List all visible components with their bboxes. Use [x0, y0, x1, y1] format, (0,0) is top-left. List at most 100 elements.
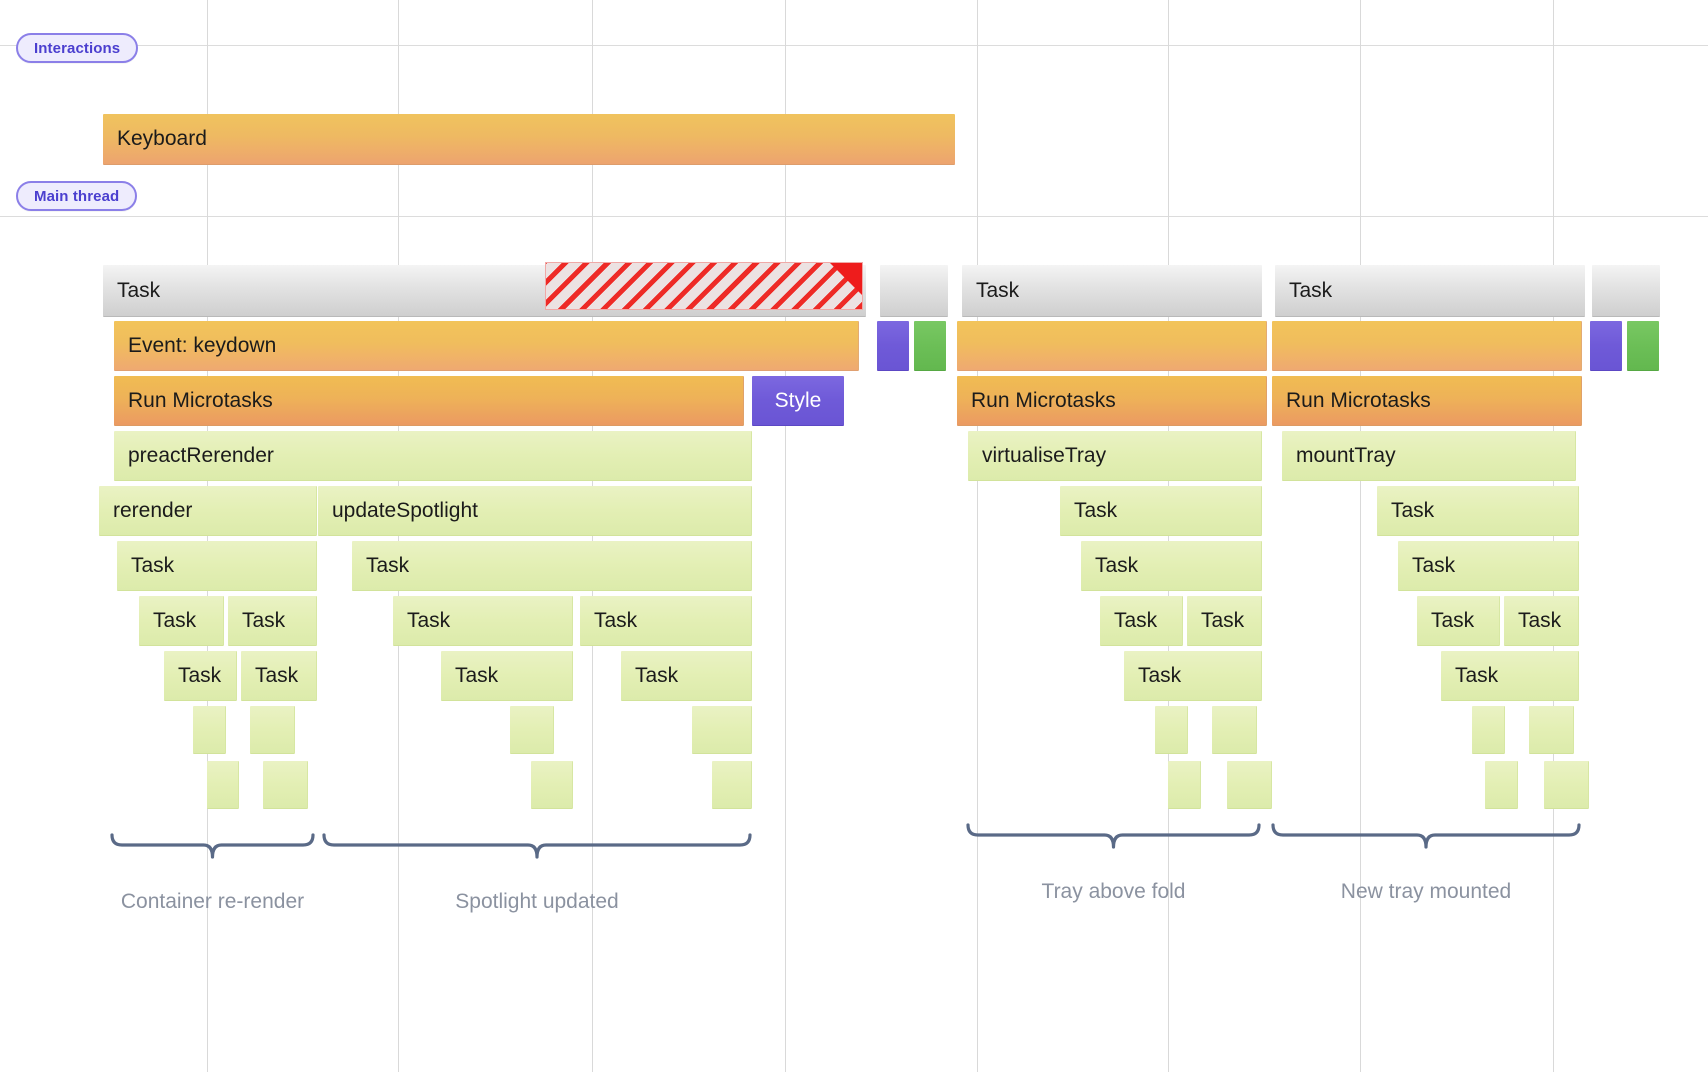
flame-block-task-r5-3[interactable]: Task: [1398, 541, 1579, 591]
flame-block-block-r9-1[interactable]: [263, 761, 308, 809]
track-separator-interactions: [0, 45, 1708, 46]
interaction-keyboard-bar[interactable]: Keyboard: [103, 114, 955, 165]
flame-block-task-r7-3[interactable]: Task: [621, 651, 752, 701]
annotation-brace-0: [110, 833, 315, 859]
flame-block-block-r8-7[interactable]: [1529, 706, 1574, 754]
flame-block-label: Task: [1412, 553, 1456, 577]
gridline-5: [1168, 0, 1169, 1072]
annotation-label-3: New tray mounted: [1340, 880, 1512, 903]
flame-block-block-r1-2[interactable]: [914, 321, 946, 371]
flame-block-block-r1-3[interactable]: [957, 321, 1267, 371]
annotation-brace-1: [322, 833, 752, 859]
flame-block-label: Run Microtasks: [128, 388, 273, 412]
flame-block-task-r5-0[interactable]: Task: [117, 541, 317, 591]
flame-block-task-r7-2[interactable]: Task: [441, 651, 573, 701]
flame-block-label: Task: [178, 663, 222, 687]
flame-block-task-r4-2[interactable]: Task: [1060, 486, 1262, 536]
gridline-1: [398, 0, 399, 1072]
flame-block-block-r8-4[interactable]: [1155, 706, 1188, 754]
flame-block-label: Task: [1095, 553, 1139, 577]
flame-block-label: Task: [1518, 608, 1562, 632]
flame-block-block-r9-4[interactable]: [1168, 761, 1201, 809]
flame-block-block-r9-2[interactable]: [531, 761, 573, 809]
flame-block-event-keydown-r1-0[interactable]: Event: keydown: [114, 321, 859, 371]
long-task-warning-overlay[interactable]: [545, 262, 863, 310]
flame-block-block-r8-2[interactable]: [510, 706, 554, 754]
flame-block-task-r5-2[interactable]: Task: [1081, 541, 1262, 591]
flame-block-task-r4-3[interactable]: Task: [1377, 486, 1579, 536]
flame-block-block-r0-1[interactable]: [880, 265, 948, 317]
flame-block-block-r7-5[interactable]: [1196, 651, 1262, 701]
flame-block-preactrerender-r3-0[interactable]: preactRerender: [114, 431, 752, 481]
flame-block-label: Task: [1201, 608, 1245, 632]
flame-block-block-r8-1[interactable]: [250, 706, 295, 754]
flame-block-task-r6-3[interactable]: Task: [580, 596, 752, 646]
flame-block-run-microtasks-r2-3[interactable]: Run Microtasks: [1272, 376, 1582, 426]
flame-block-run-microtasks-r2-0[interactable]: Run Microtasks: [114, 376, 744, 426]
track-pill-main-thread[interactable]: Main thread: [16, 181, 138, 211]
flame-block-block-r1-5[interactable]: [1590, 321, 1622, 371]
flame-block-task-r6-5[interactable]: Task: [1187, 596, 1262, 646]
gridline-7: [1553, 0, 1554, 1072]
flame-block-block-r9-6[interactable]: [1485, 761, 1518, 809]
flame-block-task-r6-4[interactable]: Task: [1100, 596, 1183, 646]
track-pill-interactions[interactable]: Interactions: [16, 33, 139, 63]
gridline-0: [207, 0, 208, 1072]
flame-block-block-r0-4[interactable]: [1592, 265, 1660, 317]
track-separator-main-thread: [0, 216, 1708, 217]
flame-block-task-r0-2[interactable]: Task: [962, 265, 1262, 317]
flame-block-task-r6-6[interactable]: Task: [1417, 596, 1500, 646]
flame-block-label: mountTray: [1296, 443, 1396, 467]
flame-block-block-r9-5[interactable]: [1227, 761, 1272, 809]
flame-block-block-r1-6[interactable]: [1627, 321, 1659, 371]
flame-block-task-r6-0[interactable]: Task: [139, 596, 224, 646]
gridline-4: [977, 0, 978, 1072]
flame-block-task-r7-0[interactable]: Task: [164, 651, 237, 701]
flame-block-block-r7-7[interactable]: [1513, 651, 1579, 701]
flame-block-label: Task: [117, 278, 161, 302]
flame-block-block-r1-1[interactable]: [877, 321, 909, 371]
flame-block-virtualisetray-r3-1[interactable]: virtualiseTray: [968, 431, 1262, 481]
flame-block-label: updateSpotlight: [332, 498, 478, 522]
flame-block-block-r9-3[interactable]: [712, 761, 752, 809]
flame-block-label: Task: [131, 553, 175, 577]
flame-block-task-r5-1[interactable]: Task: [352, 541, 752, 591]
flame-block-label: Task: [1431, 608, 1475, 632]
flame-block-label: Style: [774, 388, 822, 412]
flame-block-block-r8-3[interactable]: [692, 706, 752, 754]
flame-block-label: Run Microtasks: [971, 388, 1116, 412]
annotation-label-1: Spotlight updated: [455, 890, 619, 913]
flame-block-mounttray-r3-2[interactable]: mountTray: [1282, 431, 1576, 481]
flame-block-label: Task: [1455, 663, 1499, 687]
flame-block-label: Task: [635, 663, 679, 687]
annotation-label-0: Container re-render: [120, 890, 305, 913]
flame-block-rerender-r4-0[interactable]: rerender: [99, 486, 317, 536]
flame-block-label: Event: keydown: [128, 333, 277, 357]
flame-block-label: Task: [1114, 608, 1158, 632]
flame-block-label: Task: [1391, 498, 1435, 522]
flame-block-block-r9-0[interactable]: [207, 761, 239, 809]
flame-block-run-microtasks-r2-2[interactable]: Run Microtasks: [957, 376, 1267, 426]
flame-block-block-r8-0[interactable]: [193, 706, 226, 754]
track-pill-main-thread-label: Main thread: [34, 187, 120, 205]
flame-block-task-r6-1[interactable]: Task: [228, 596, 317, 646]
flame-block-updatespotlight-r4-1[interactable]: updateSpotlight: [318, 486, 752, 536]
flame-block-block-r8-6[interactable]: [1472, 706, 1505, 754]
flame-block-task-r0-3[interactable]: Task: [1275, 265, 1585, 317]
annotation-label-2: Tray above fold: [1041, 880, 1186, 903]
flame-block-task-r6-7[interactable]: Task: [1504, 596, 1579, 646]
flame-block-label: Task: [455, 663, 499, 687]
flame-block-style-r2-1[interactable]: Style: [752, 376, 844, 426]
track-pill-interactions-label: Interactions: [34, 39, 121, 57]
flame-block-task-r7-1[interactable]: Task: [241, 651, 317, 701]
flame-block-block-r9-7[interactable]: [1544, 761, 1589, 809]
flame-block-label: Task: [366, 553, 410, 577]
flame-block-label: rerender: [113, 498, 193, 522]
flame-block-label: Task: [1289, 278, 1333, 302]
gridline-6: [1360, 0, 1361, 1072]
gridline-3: [785, 0, 786, 1072]
flame-block-task-r6-2[interactable]: Task: [393, 596, 573, 646]
flame-block-block-r8-5[interactable]: [1212, 706, 1257, 754]
flame-block-block-r1-4[interactable]: [1272, 321, 1582, 371]
